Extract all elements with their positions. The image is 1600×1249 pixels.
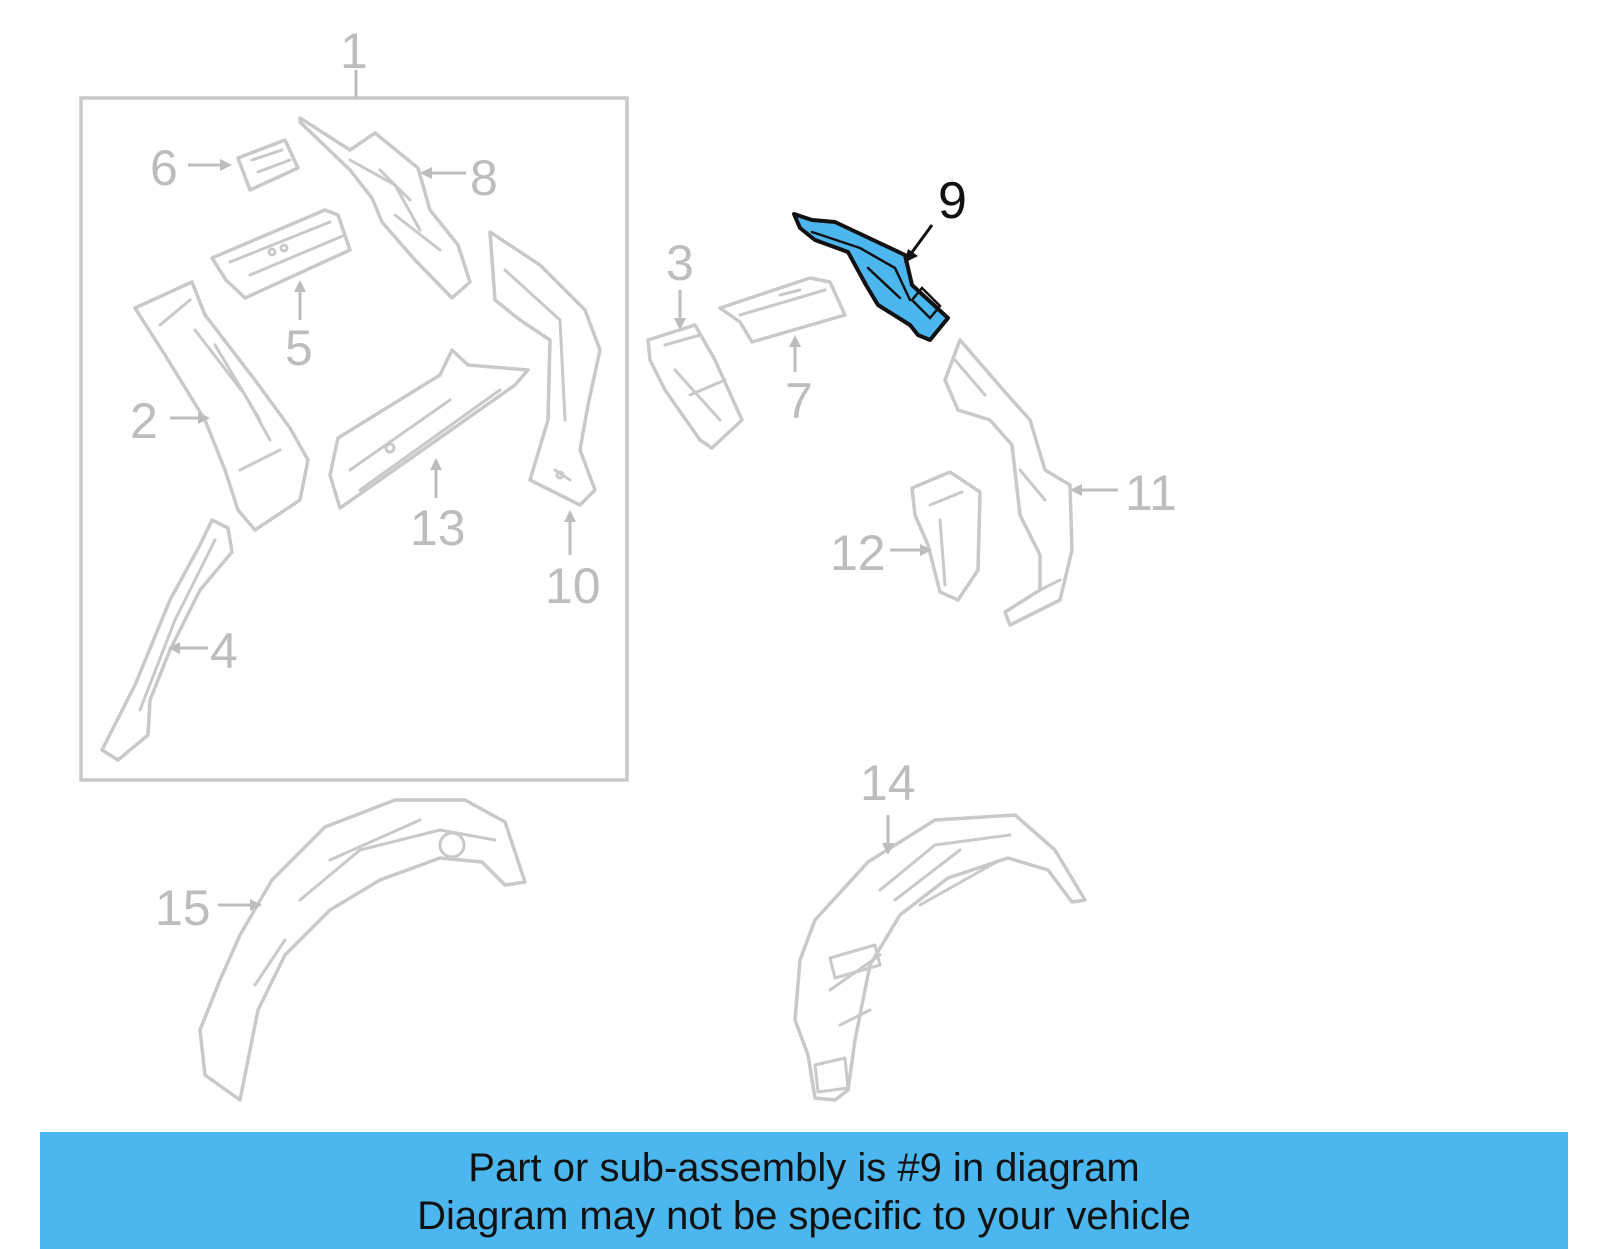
- callout-15[interactable]: 15: [155, 880, 211, 936]
- callout-11[interactable]: 11: [1125, 465, 1177, 521]
- part-6[interactable]: [236, 138, 300, 192]
- callout-14[interactable]: 14: [860, 755, 916, 811]
- callout-12[interactable]: 12: [830, 525, 886, 581]
- part-13[interactable]: [328, 348, 530, 510]
- part-7[interactable]: [718, 276, 847, 344]
- banner-line-1: Part or sub-assembly is #9 in diagram: [468, 1146, 1140, 1190]
- callout-9[interactable]: 9: [938, 172, 967, 230]
- callout-1[interactable]: 1: [340, 23, 368, 79]
- callout-8[interactable]: 8: [470, 150, 498, 206]
- part-3[interactable]: [646, 323, 744, 450]
- part-8[interactable]: [298, 116, 472, 300]
- callout-2[interactable]: 2: [130, 393, 158, 449]
- callout-6[interactable]: 6: [150, 140, 178, 196]
- part-9[interactable]: [792, 212, 950, 342]
- part-15[interactable]: [198, 798, 527, 1102]
- callout-3[interactable]: 3: [666, 235, 694, 291]
- part-5[interactable]: [210, 208, 352, 300]
- part-10[interactable]: [488, 230, 602, 507]
- part-12[interactable]: [910, 470, 982, 602]
- banner-line-2: Diagram may not be specific to your vehi…: [417, 1194, 1191, 1238]
- part-14[interactable]: [793, 813, 1087, 1102]
- callout-5[interactable]: 5: [285, 320, 313, 376]
- part-4[interactable]: [100, 518, 234, 762]
- assembly-box: [79, 96, 629, 782]
- part-11[interactable]: [943, 338, 1074, 627]
- callout-13[interactable]: 13: [410, 500, 466, 556]
- callout-7[interactable]: 7: [785, 373, 813, 429]
- info-banner: Part or sub-assembly is #9 in diagram Di…: [40, 1132, 1568, 1249]
- part-2[interactable]: [133, 280, 310, 532]
- callout-4[interactable]: 4: [210, 623, 238, 679]
- callout-10[interactable]: 10: [545, 558, 601, 614]
